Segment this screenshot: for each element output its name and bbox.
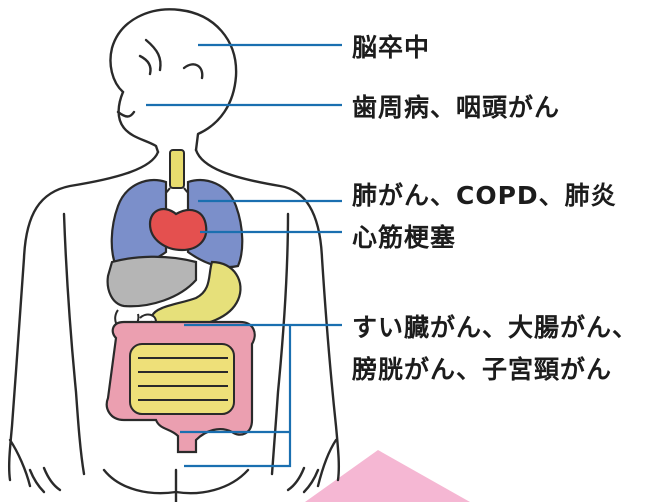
leader-lines xyxy=(146,43,342,468)
head xyxy=(109,8,238,154)
label-abdominal-1: すい臓がん、大腸がん、 xyxy=(352,313,639,342)
pink-accent-shape xyxy=(305,450,470,502)
label-respiratory-2: 心筋梗塞 xyxy=(352,223,457,252)
label-oral: 歯周病、咽頭がん xyxy=(352,93,561,122)
leader-line-bracket xyxy=(184,325,292,468)
label-respiratory-1: 肺がん、COPD、肺炎 xyxy=(352,181,617,210)
label-stroke: 脳卒中 xyxy=(352,33,431,62)
torso-outline xyxy=(7,148,341,502)
label-abdominal-2: 膀胱がん、子宮頸がん xyxy=(352,355,613,384)
small-intestine xyxy=(129,343,235,415)
heart xyxy=(148,207,208,252)
liver xyxy=(106,255,198,308)
